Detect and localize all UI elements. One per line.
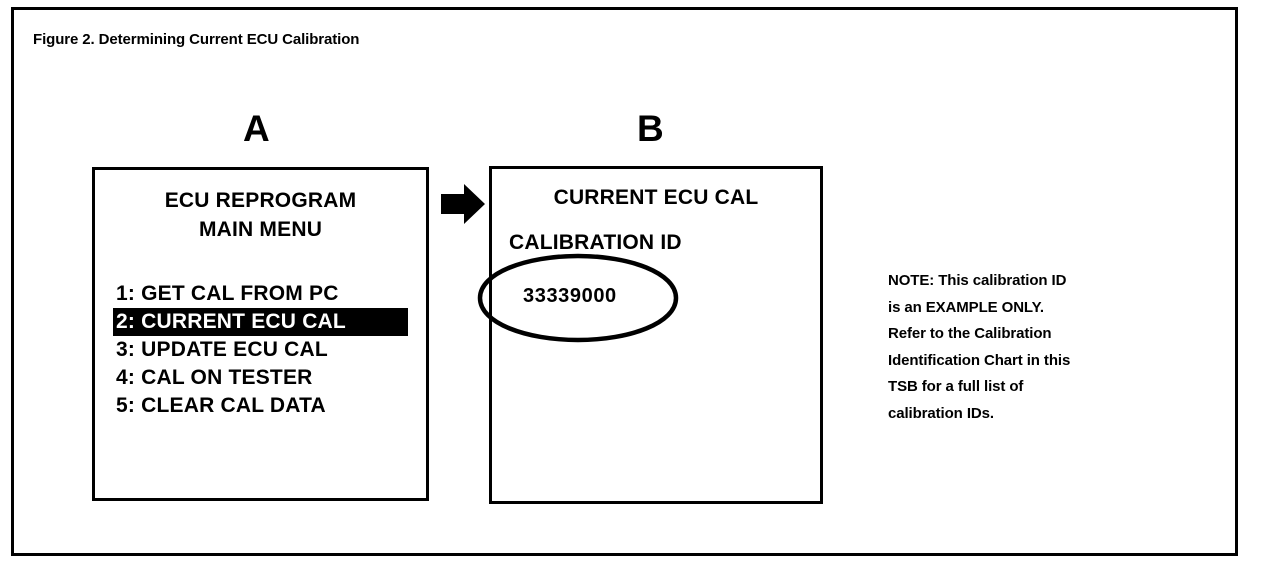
menu-item-clear-cal-data[interactable]: 5: CLEAR CAL DATA <box>95 392 426 420</box>
menu-item-label: GET CAL FROM PC <box>141 282 339 305</box>
note-line: NOTE: This calibration ID <box>888 272 1067 289</box>
panel-label-b: B <box>637 108 664 149</box>
menu-item-label: CURRENT ECU CAL <box>141 310 346 333</box>
panel-a-title: ECU REPROGRAM MAIN MENU <box>95 186 426 244</box>
right-arrow-icon <box>441 184 485 224</box>
calibration-id-label: CALIBRATION ID <box>509 231 682 254</box>
menu-item-index: 5: <box>116 394 136 417</box>
example-note: NOTE: This calibration ID is an EXAMPLE … <box>888 268 1188 427</box>
panel-a-title-line-1: ECU REPROGRAM <box>164 189 357 212</box>
screen-panel-b: CURRENT ECU CAL CALIBRATION ID 33339000 <box>489 166 823 504</box>
panel-b-title: CURRENT ECU CAL <box>553 186 759 209</box>
note-line: is an EXAMPLE ONLY. <box>888 298 1044 316</box>
menu-item-update-ecu-cal[interactable]: 3: UPDATE ECU CAL <box>95 336 426 364</box>
ecu-reprogram-menu-list: 1: GET CAL FROM PC 2: CURRENT ECU CAL 3:… <box>95 280 426 420</box>
menu-item-label: CLEAR CAL DATA <box>141 394 326 417</box>
note-line: Identification Chart in this <box>888 351 1071 369</box>
panel-a-title-line-2: MAIN MENU <box>198 218 323 241</box>
menu-item-current-ecu-cal[interactable]: 2: CURRENT ECU CAL <box>113 308 408 336</box>
menu-item-index: 1: <box>116 282 136 305</box>
menu-item-label: UPDATE ECU CAL <box>141 338 328 361</box>
panel-label-a: A <box>243 108 270 149</box>
calibration-id-value: 33339000 <box>523 285 617 307</box>
menu-item-get-cal-from-pc[interactable]: 1: GET CAL FROM PC <box>95 280 426 308</box>
note-line: Refer to the Calibration <box>888 325 1052 342</box>
menu-item-index: 2: <box>116 310 136 333</box>
figure-caption: Figure 2. Determining Current ECU Calibr… <box>33 31 360 48</box>
menu-item-label: CAL ON TESTER <box>141 366 313 389</box>
menu-item-cal-on-tester[interactable]: 4: CAL ON TESTER <box>95 364 426 392</box>
screen-panel-a: ECU REPROGRAM MAIN MENU 1: GET CAL FROM … <box>92 167 429 501</box>
menu-item-index: 4: <box>116 366 136 389</box>
menu-item-index: 3: <box>116 338 136 361</box>
note-line: calibration IDs. <box>888 404 994 422</box>
note-line: TSB for a full list of <box>888 378 1024 395</box>
